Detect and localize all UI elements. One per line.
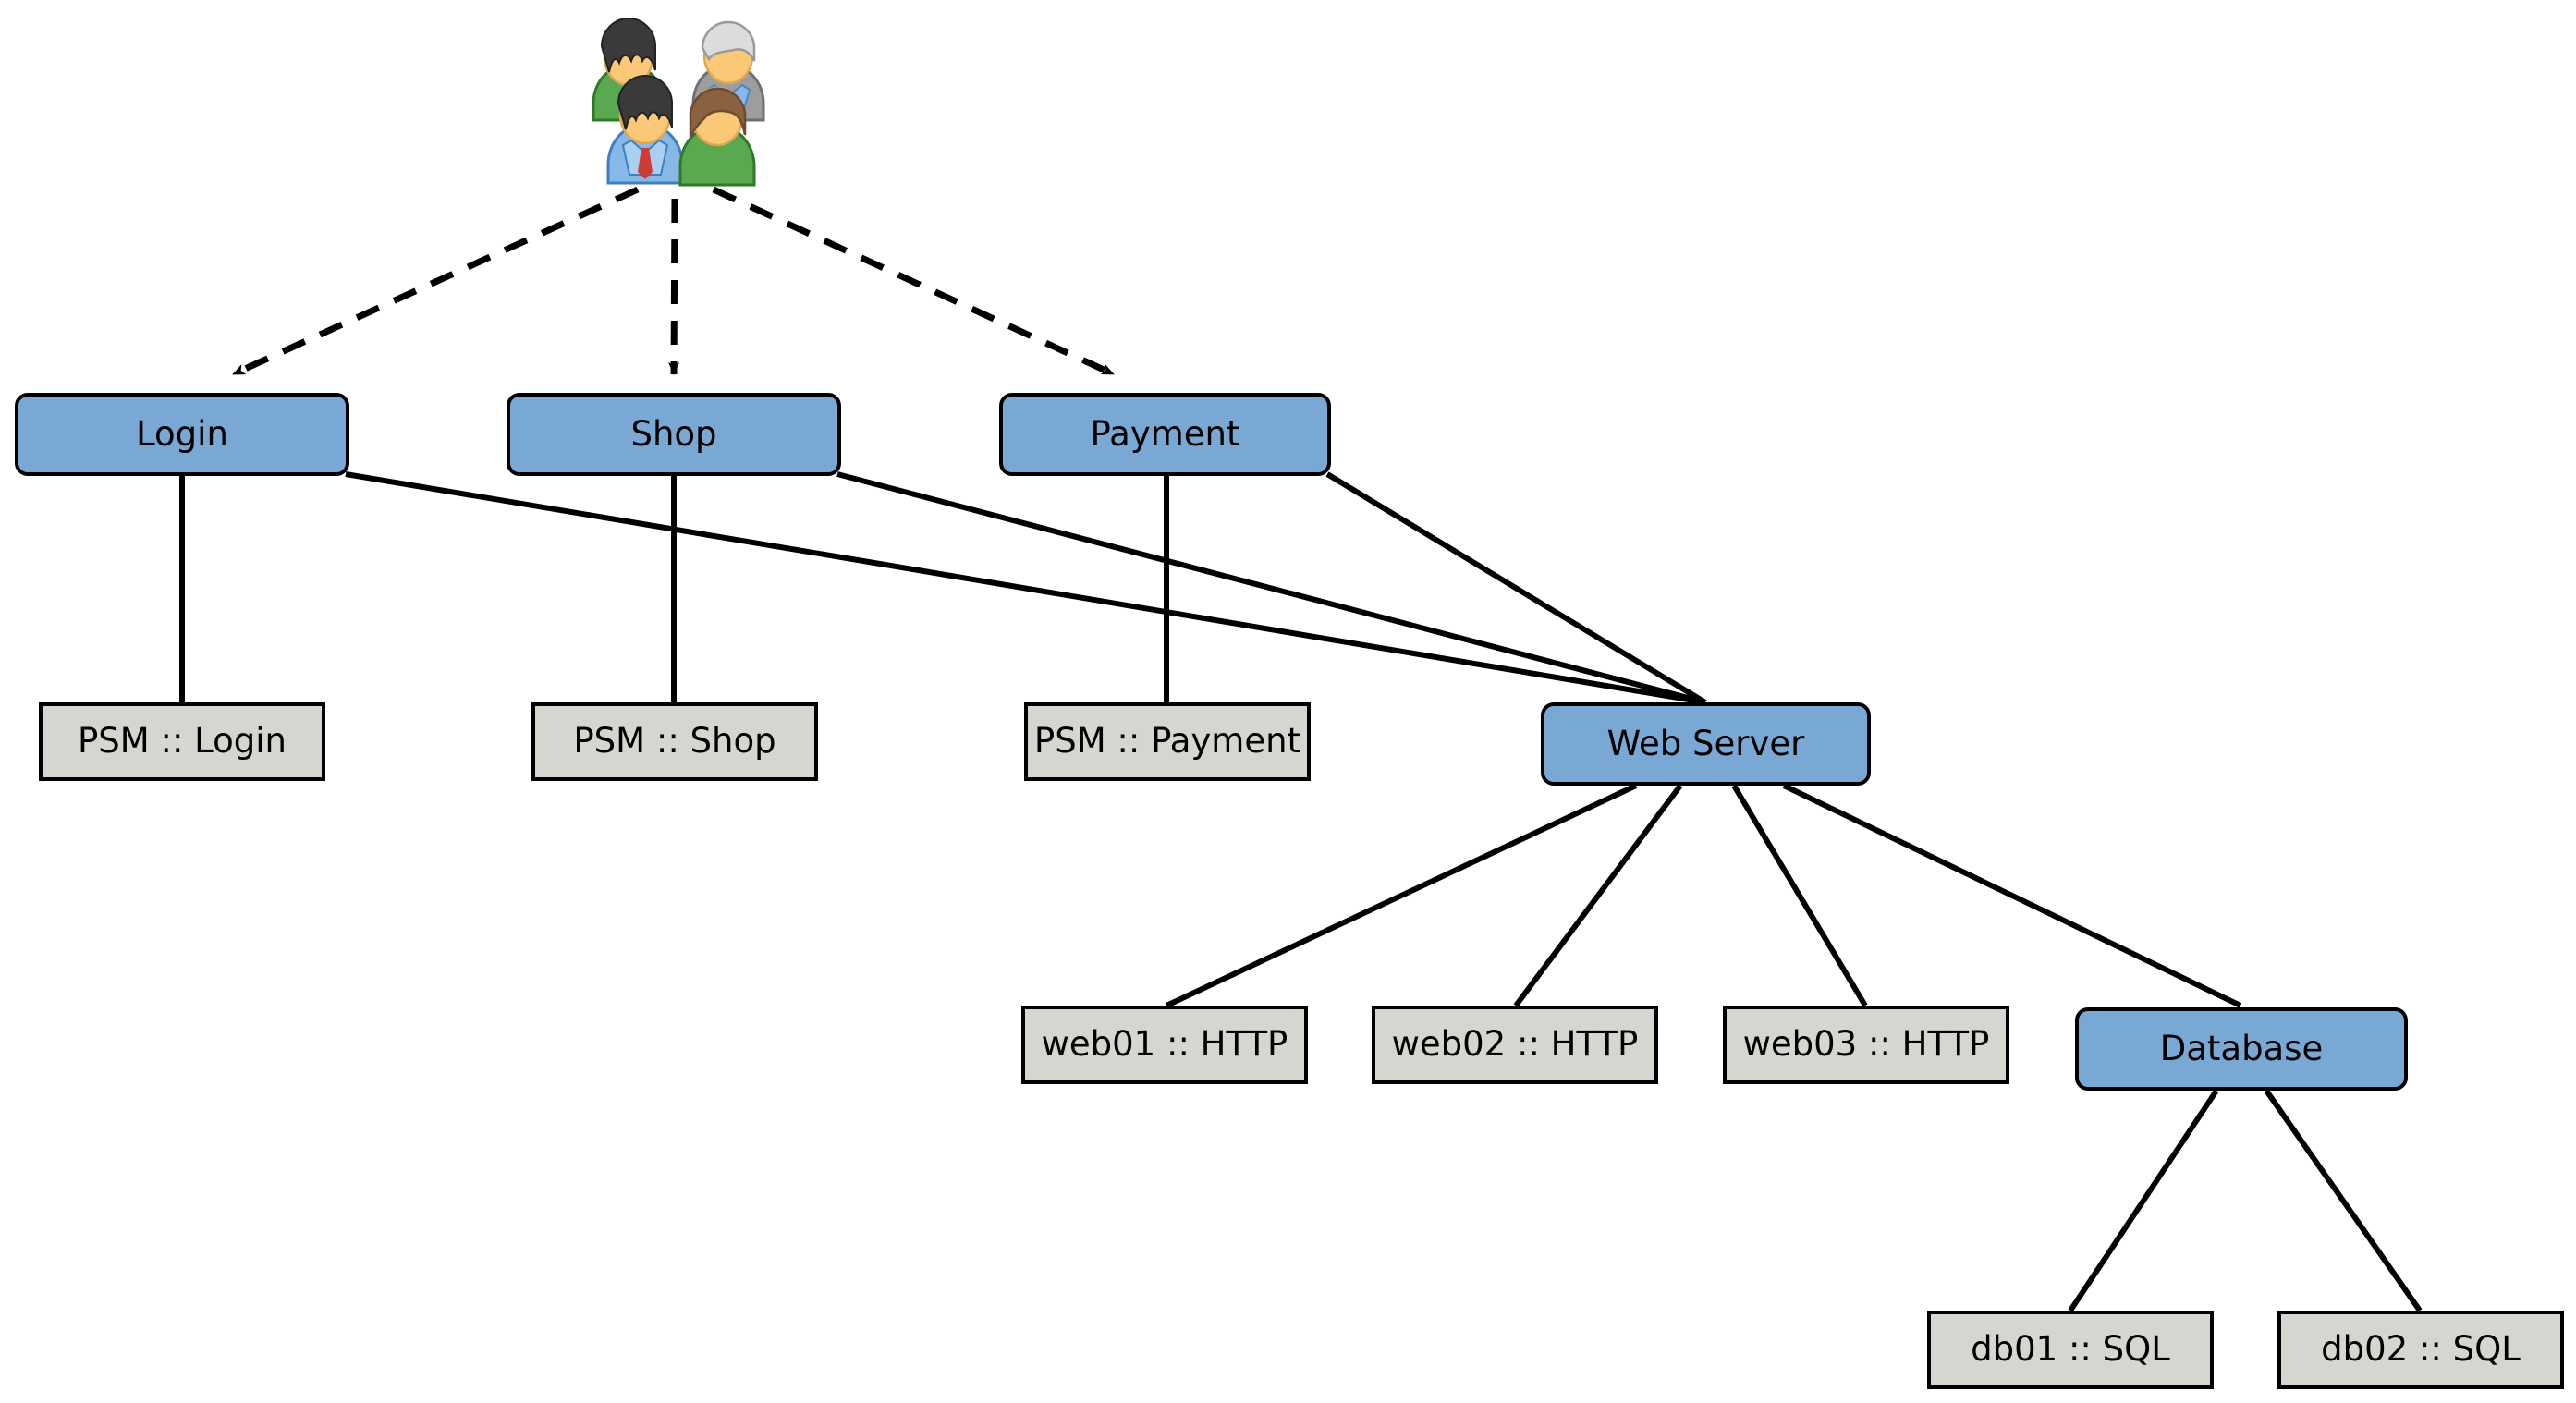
artifact-psm-shop[interactable]: PSM :: Shop (531, 702, 818, 781)
component-login[interactable]: Login (15, 393, 349, 476)
edge-actor-shop (668, 198, 680, 375)
edge-webserver-database (1782, 783, 2242, 1008)
users-group-icon (564, 0, 795, 199)
edge-database-db02 (2264, 1089, 2423, 1312)
person-front-right (678, 86, 756, 187)
artifact-psm-payment[interactable]: PSM :: Payment (1024, 702, 1311, 781)
edge-payment-webserver (1325, 471, 1707, 705)
component-web-server[interactable]: Web Server (1541, 702, 1871, 786)
component-database[interactable]: Database (2075, 1007, 2408, 1091)
edge-login-webserver (345, 471, 1706, 705)
artifact-db02[interactable]: db02 :: SQL (2277, 1311, 2564, 1389)
edge-webserver-web02 (1513, 784, 1683, 1007)
artifact-web01[interactable]: web01 :: HTTP (1021, 1006, 1308, 1084)
person-front-left (606, 75, 684, 185)
artifact-web02[interactable]: web02 :: HTTP (1372, 1006, 1658, 1084)
component-shop[interactable]: Shop (507, 393, 841, 476)
component-payment[interactable]: Payment (999, 393, 1331, 476)
edge-webserver-web03 (1731, 784, 1868, 1007)
edge-database-db01 (2068, 1089, 2219, 1312)
edge-webserver-web01 (1165, 783, 1638, 1008)
artifact-psm-login[interactable]: PSM :: Login (39, 702, 325, 781)
edge-actor-login (231, 186, 640, 378)
artifact-web03[interactable]: web03 :: HTTP (1723, 1006, 2009, 1084)
artifact-db01[interactable]: db01 :: SQL (1927, 1311, 2214, 1389)
edge-shop-webserver (836, 471, 1706, 705)
edge-actor-payment (712, 186, 1116, 378)
